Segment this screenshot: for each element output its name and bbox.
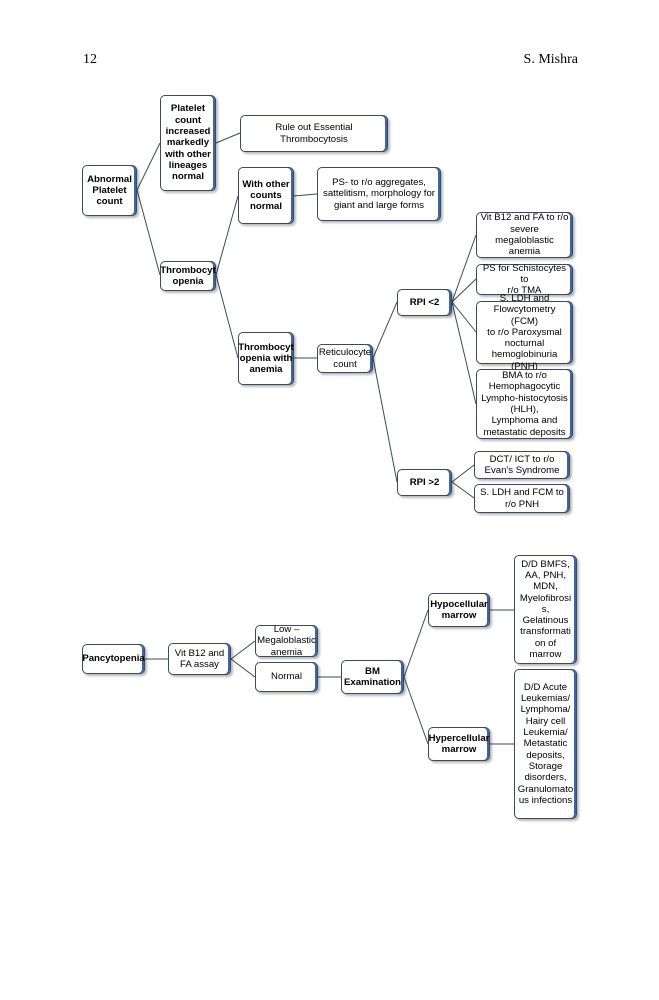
edge-retic-rpi-lt2 [372, 301, 398, 359]
edge-bm-hypo [403, 609, 429, 678]
node-dct-ict: DCT/ ICT to r/o Evan's Syndrome [474, 451, 570, 479]
node-hypercellular-marrow: Hypercellular marrow [428, 727, 490, 761]
node-bma-hlh: BMA to r/o Hemophagocytic Lympho-histocy… [476, 369, 573, 439]
node-rule-out-et: Rule out Essential Thrombocytosis [240, 115, 388, 152]
node-thrombocytopenia-with-anemia: Thrombocyt openia with anemia [238, 332, 294, 385]
node-ldh-fcm-pnh: S. LDH and Flowcytometry (FCM) to r/o Pa… [476, 293, 573, 372]
node-dd-bmfs: D/D BMFS, AA, PNH, MDN, Myelofibrosi s, … [514, 555, 577, 664]
node-bm-examination: BM Examination [341, 660, 404, 694]
edge-vitb12-low [230, 640, 256, 660]
edge-other-normal-ps [293, 193, 318, 197]
node-dd-acute-leukemias: D/D Acute Leukemias/ Lymphoma/ Hairy cel… [514, 669, 577, 819]
edge-platelet-high-rule-out [215, 132, 241, 144]
node-abnormal-platelet-count: Abnormal Platelet count [82, 165, 137, 216]
edge-abnormal-thrombocytopenia [136, 189, 161, 276]
node-vitb12-fa-megaloblastic: Vit B12 and FA to r/o severe megaloblast… [476, 212, 573, 258]
edge-thrombo-other-normal [215, 195, 239, 276]
edge-thrombo-anemia [215, 274, 239, 359]
node-rpi-lt-2: RPI <2 [397, 289, 452, 316]
edge-retic-rpi-gt2 [372, 357, 398, 483]
node-reticulocyte-count: Reticulocyte count [317, 344, 373, 373]
node-rpi-gt-2: RPI >2 [397, 469, 452, 496]
node-ps-aggregates: PS- to r/o aggregates, sattelitism, morp… [317, 167, 441, 221]
node-low-megaloblastic: Low – Megaloblastic anemia [255, 624, 318, 658]
edge-rpi-gt2-dct [451, 464, 475, 483]
edge-bm-hyper [403, 676, 429, 745]
node-thrombocytopenia: Thrombocyt openia [160, 261, 216, 291]
edge-rpi-lt2-bma [451, 301, 477, 405]
page-number: 12 [83, 52, 97, 67]
node-with-other-counts-normal: With other counts normal [238, 167, 294, 224]
edge-abnormal-platelet-high [136, 142, 161, 191]
node-platelet-count-increased: Platelet count increased markedly with o… [160, 95, 216, 191]
edge-rpi-lt2-ldh [451, 301, 477, 333]
edge-rpi-lt2-vitb12 [451, 234, 477, 303]
node-ldh-fcm-pnh-2: S. LDH and FCM to r/o PNH [474, 484, 570, 513]
node-normal: Normal [255, 662, 318, 692]
node-ps-schistocytes: PS for Schistocytes to r/o TMA [476, 263, 573, 296]
page-author: S. Mishra [523, 52, 578, 67]
edge-vitb12-normal [230, 658, 256, 678]
edge-rpi-lt2-ps [451, 278, 477, 303]
edge-rpi-gt2-ldh [451, 481, 475, 499]
node-vitb12-fa-assay: Vit B12 and FA assay [168, 643, 231, 675]
node-hypocellular-marrow: Hypocellular marrow [428, 593, 490, 627]
node-pancytopenia: Pancytopenia [82, 644, 145, 674]
